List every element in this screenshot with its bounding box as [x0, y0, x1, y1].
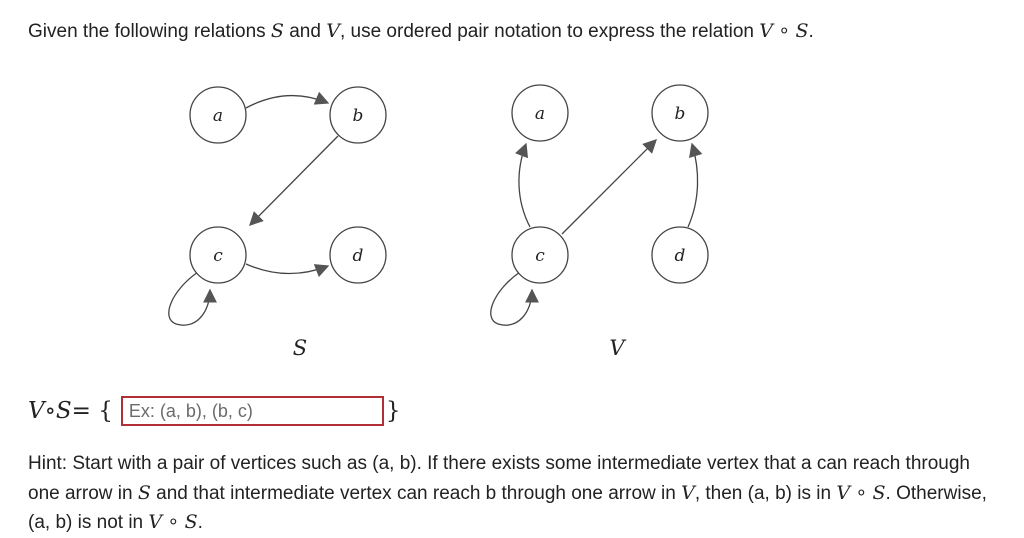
- graph-v-label: V: [609, 336, 626, 360]
- v-loop-c: [490, 271, 539, 326]
- relation-v-symbol: V: [326, 20, 340, 42]
- s-node-d-label: d: [353, 246, 364, 266]
- v-node-b: [651, 84, 709, 142]
- s-node-c-label: c: [213, 246, 223, 266]
- s-edge-c-d: [245, 263, 330, 278]
- equals-open-brace: = {: [71, 398, 113, 424]
- v-edge-c-b: [561, 139, 657, 235]
- v-node-d: [651, 226, 709, 284]
- v-edge-d-b: [687, 142, 703, 228]
- s-node-c: [189, 226, 247, 284]
- answer-row: V ∘ S = {}: [28, 394, 401, 428]
- graph-s-label: S: [293, 336, 307, 360]
- relation-s-symbol: S: [270, 20, 284, 42]
- v-node-b-label: b: [675, 104, 686, 124]
- graph-s: [168, 86, 387, 326]
- v-node-a-label: a: [535, 104, 545, 124]
- relation-graphs: a b c d S a b c d V: [168, 84, 709, 360]
- s-node-a-label: a: [213, 106, 223, 126]
- s-node-b-label: b: [353, 106, 364, 126]
- s-node-d: [329, 226, 387, 284]
- s-loop-c: [168, 271, 217, 326]
- s-edge-b-c: [249, 135, 339, 226]
- close-brace: }: [385, 398, 401, 424]
- answer-input[interactable]: [120, 396, 384, 426]
- s-node-b: [329, 86, 387, 144]
- hint-text: Hint: Start with a pair of vertices such…: [28, 453, 987, 533]
- graph-v: [490, 84, 709, 326]
- question-text: Given the following relations S and V, u…: [28, 20, 814, 42]
- v-node-c: [511, 226, 569, 284]
- v-edge-c-a: [514, 142, 531, 228]
- v-node-d-label: d: [675, 246, 686, 266]
- s-edge-a-b: [245, 91, 330, 109]
- v-node-c-label: c: [535, 246, 545, 266]
- v-node-a: [511, 84, 569, 142]
- s-node-a: [189, 86, 247, 144]
